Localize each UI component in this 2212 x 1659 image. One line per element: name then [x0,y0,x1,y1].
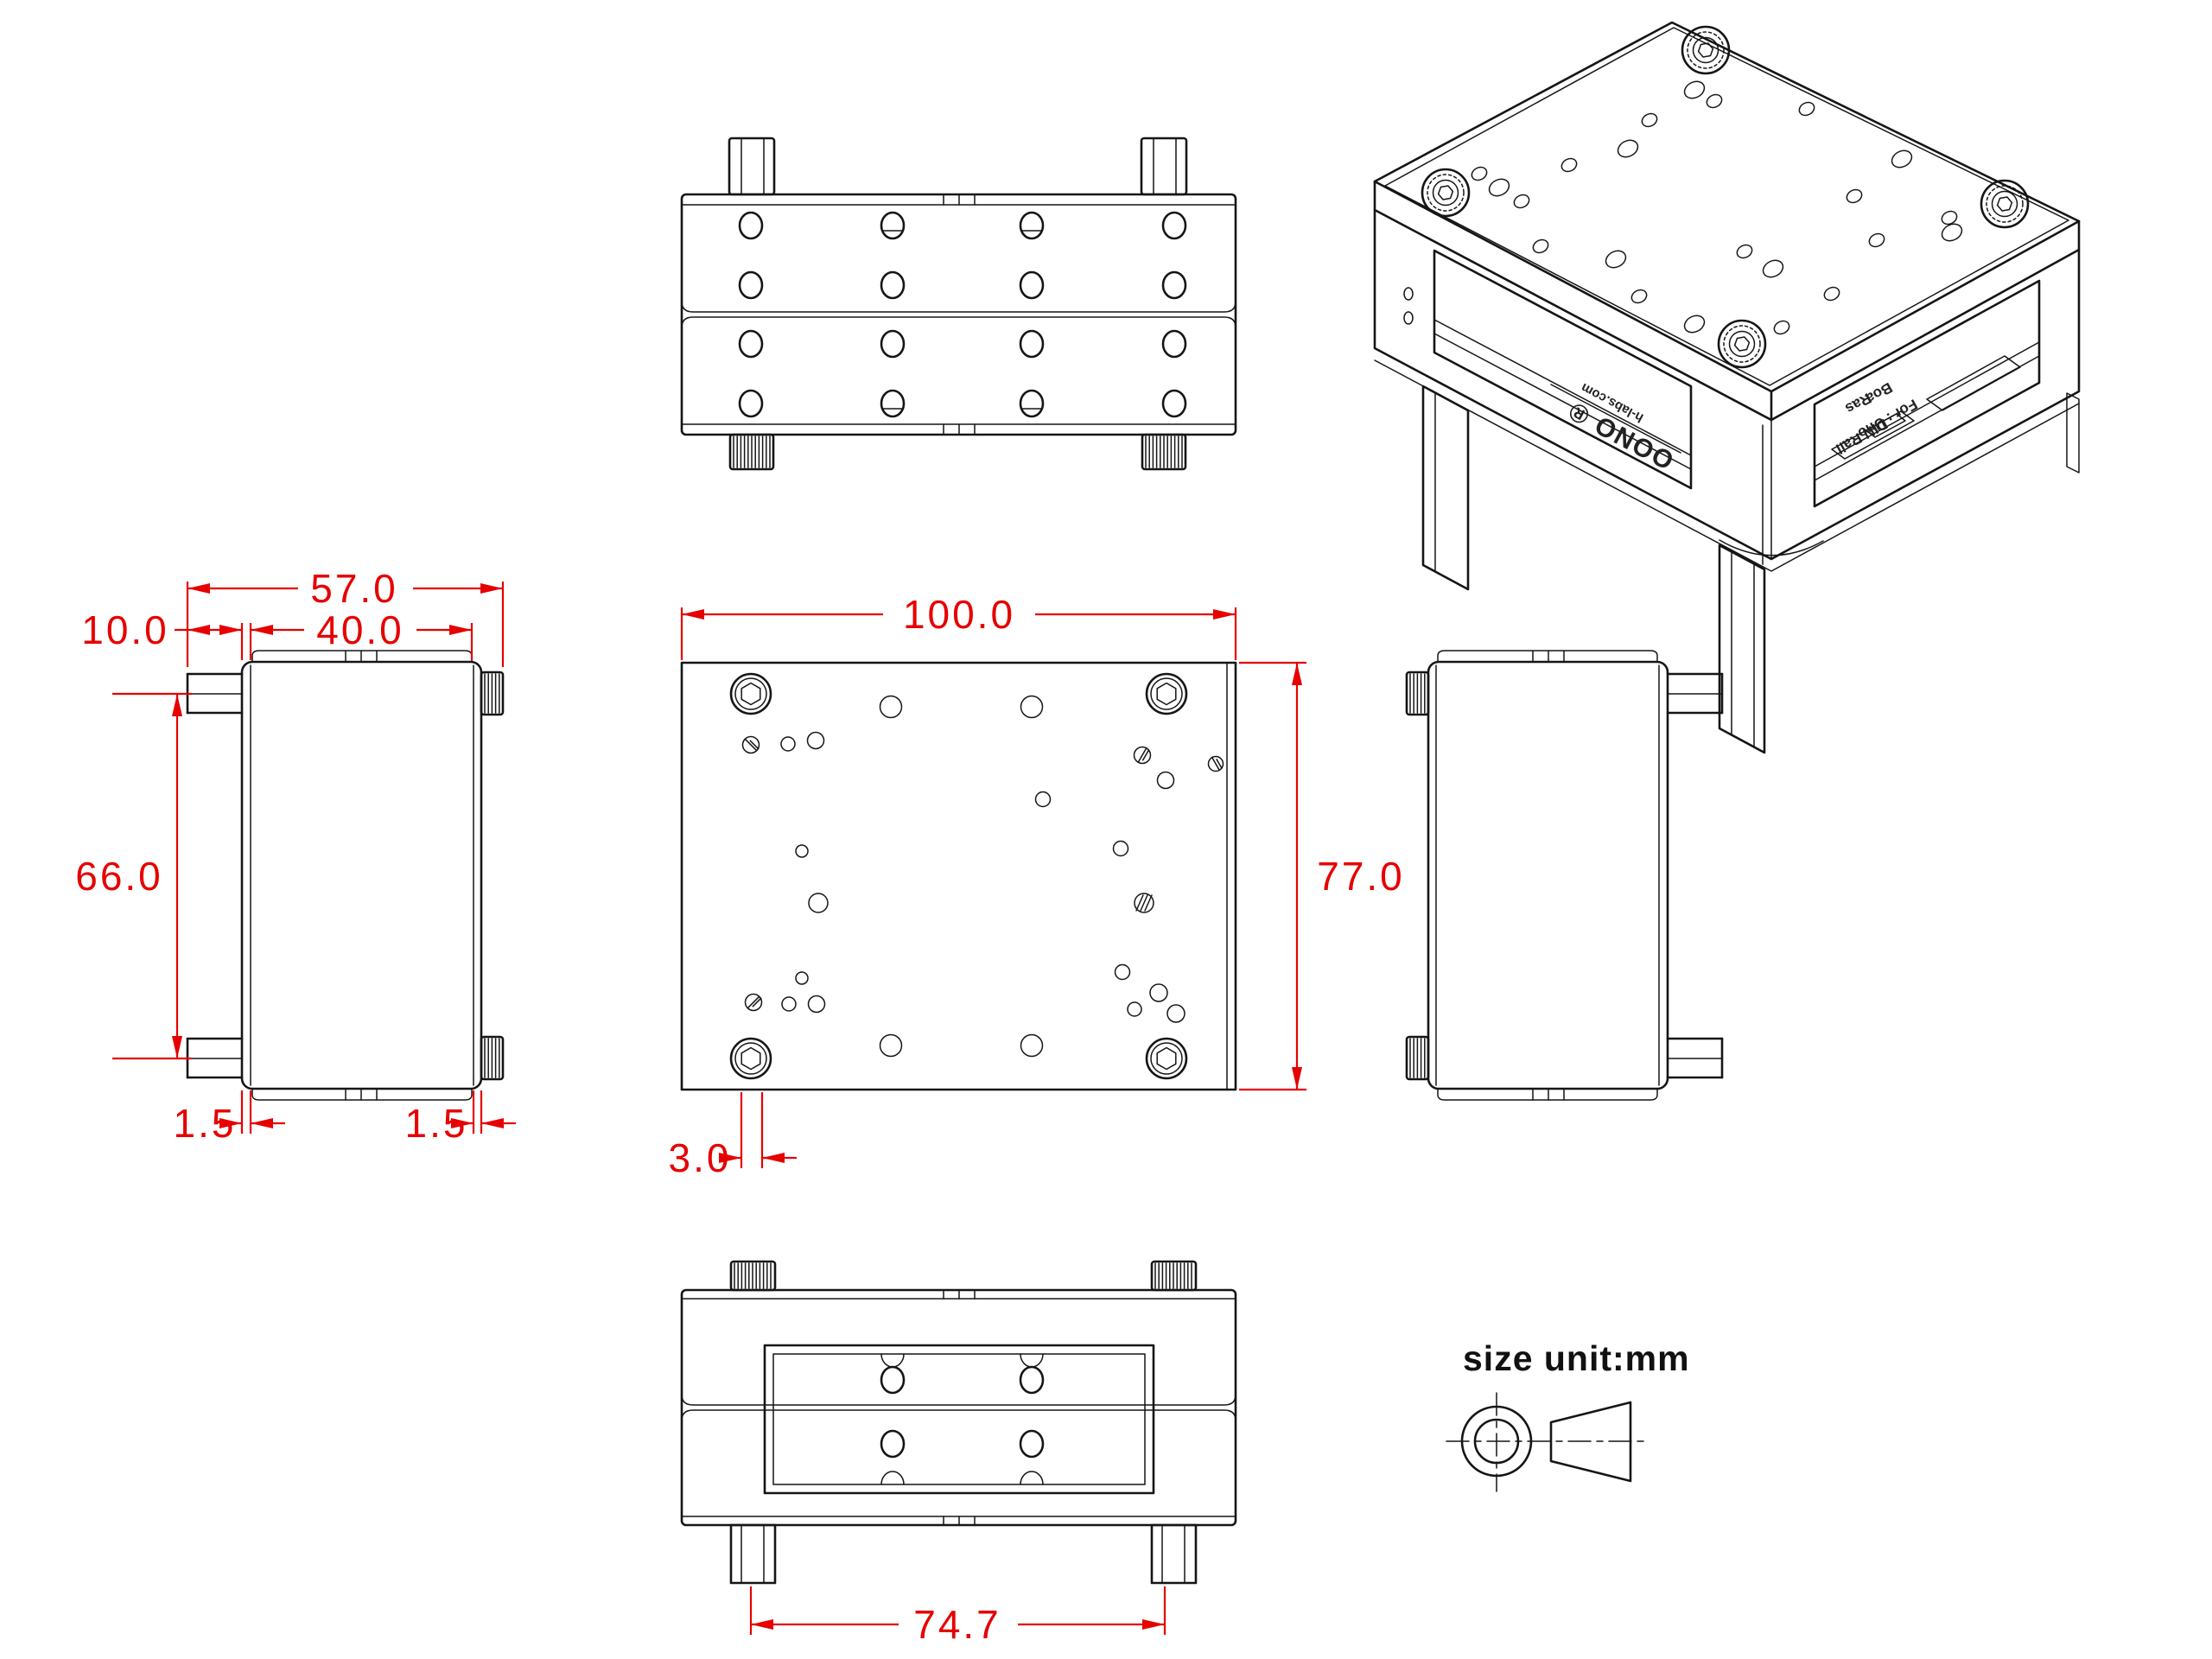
dim-front-width: 100.0 [903,592,1015,637]
iso-inner-board [1866,413,1906,438]
view-side-left [186,650,483,1101]
iso-top-holes [1471,80,1963,335]
din-clip-post [729,1523,777,1585]
dim-front-height: 77.0 [1317,854,1405,899]
top-view-hole-grid [738,211,1187,418]
view-front-plate [680,661,1237,1091]
dimension-annotations: 57.0 10.0 40.0 66.0 1.5 1.5 100.0 77.0 3… [75,566,1405,1647]
iso-leg [1718,543,1766,754]
dim-side-gap-right: 1.5 [405,1101,468,1146]
iso-inner-board [1926,355,2021,411]
knurled-thumbscrews [480,433,1430,1292]
din-clip-post [1140,137,1188,196]
dim-bottom-post-spacing: 74.7 [913,1602,1001,1647]
iso-thumbscrews [1421,25,2030,369]
din-rail-bar [186,672,244,715]
din-clip-post [728,137,776,196]
din-rail-bar [1666,1037,1724,1079]
unit-note: size unit:mm [1463,1338,1690,1378]
din-rail-bar [1666,672,1724,715]
din-clip-post [1150,1523,1198,1585]
dim-side-rail-offset: 10.0 [81,607,169,652]
iso-right-window [1813,279,2041,508]
iso-left-window [1433,249,1693,490]
bottom-view-holes [880,1353,1045,1485]
view-side-right [1427,650,1724,1101]
view-isometric: OONO ® h-labs.com DIN Rail For : Uno Ras… [1373,21,2081,754]
notes: size unit:mm [1446,1338,1690,1492]
dim-side-inner-width: 40.0 [316,607,404,652]
dim-side-overall-width: 57.0 [310,566,398,611]
view-bottom [680,1288,1237,1585]
din-rail-bar [186,1037,244,1079]
front-view-holes [729,672,1224,1080]
view-top [680,137,1237,436]
iso-leg [1421,385,1470,591]
dim-side-height: 66.0 [75,854,163,899]
dim-side-gap-left: 1.5 [174,1101,237,1146]
iso-top-face [1373,21,2081,393]
third-angle-projection-symbol [1446,1392,1645,1492]
iso-leg [2066,392,2080,474]
dim-front-corner-offset: 3.0 [669,1135,732,1180]
